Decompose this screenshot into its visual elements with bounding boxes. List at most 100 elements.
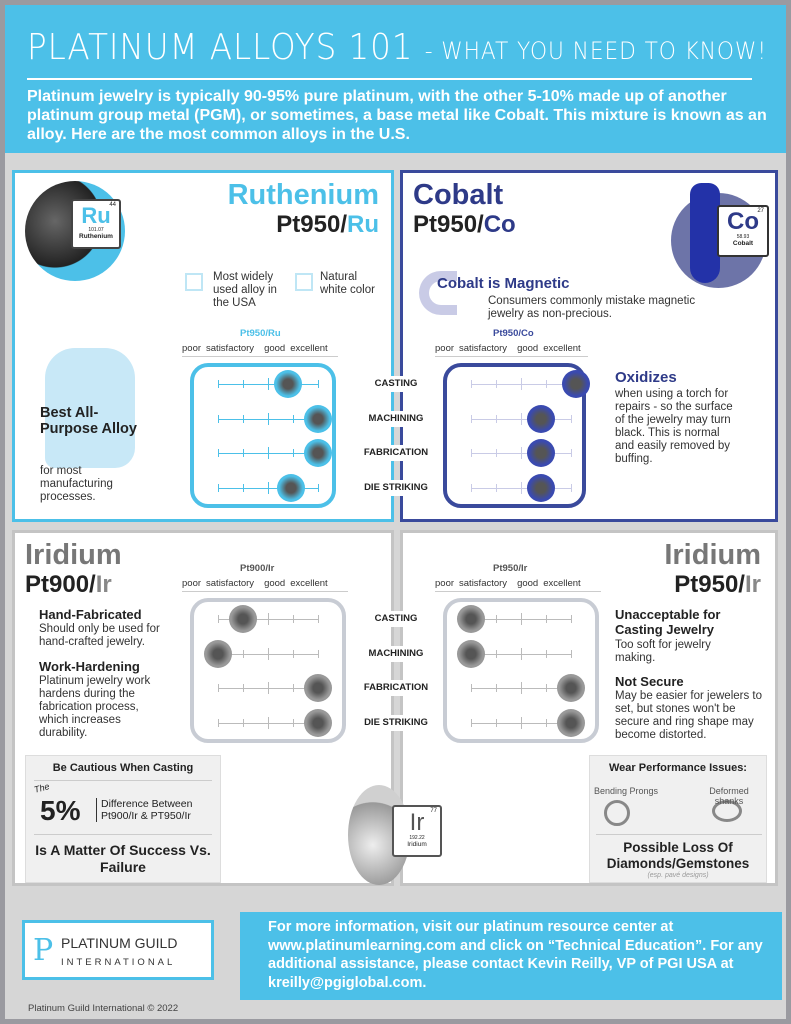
- rating-tick: [218, 718, 219, 727]
- rating-tick: [268, 447, 269, 459]
- row-label: FABRICATION: [350, 445, 442, 461]
- rating-tick: [546, 380, 547, 388]
- rating-tick: [268, 412, 269, 425]
- row-label: FABRICATION: [350, 680, 442, 696]
- element-name: Ruthenium: [79, 233, 113, 240]
- scale-label-good: good: [264, 343, 286, 354]
- checkbox-icon: [295, 273, 313, 291]
- cobalt-element-tile: 27 Co 58.93 Cobalt: [717, 205, 769, 257]
- gauge-title: Pt950/Ru: [240, 328, 281, 339]
- wear-box: Wear Performance Issues: Bending Prongs …: [589, 755, 767, 883]
- gauge-title: Pt950/Co: [493, 328, 534, 339]
- element-symbol: Co: [727, 208, 759, 235]
- element-name: Cobalt: [732, 240, 754, 247]
- magnetic-text: Consumers commonly mistake magnetic jewe…: [488, 295, 696, 320]
- rating-marker-casting: [274, 370, 302, 398]
- row-label: MACHINING: [350, 645, 442, 662]
- caution-box: Be Cautious When Casting The 5% Differen…: [25, 755, 221, 883]
- alloy-code: Pt950/Ir: [674, 571, 761, 598]
- rating-tick: [318, 483, 319, 492]
- rating-tick: [471, 449, 472, 457]
- ruthenium-element-tile: 44 Ru 101.07 Ruthenium: [71, 199, 121, 249]
- text: Platinum jewelry work hardens during the…: [39, 675, 151, 739]
- row-label: DIE STRIKING: [350, 714, 442, 731]
- rating-marker-die-striking: [527, 473, 555, 502]
- rating-marker-die-striking: [276, 473, 305, 502]
- scale-label-good: good: [517, 343, 539, 354]
- rating-tick: [571, 649, 572, 658]
- divider: [27, 78, 752, 80]
- rating-tick: [218, 615, 219, 623]
- element-mass: 58.93: [736, 234, 750, 240]
- rating-marker-casting: [229, 605, 257, 633]
- logo-line1: PLATINUM GUILD: [61, 935, 178, 951]
- rating-tick: [218, 380, 219, 388]
- scale-arrow: [435, 591, 601, 592]
- caution-diff: Difference Between Pt900/Ir & PT950/Ir: [96, 798, 216, 822]
- rating-tick: [571, 615, 572, 623]
- scale-label-excellent: excellent: [543, 578, 581, 589]
- rating-tick: [218, 483, 219, 492]
- rating-tick: [218, 414, 219, 423]
- best-text: for most manufacturing processes.: [40, 465, 113, 503]
- alloy-name: Iridium: [664, 539, 761, 571]
- element-number: 44: [109, 202, 116, 208]
- rating-tick: [496, 380, 497, 388]
- scale-label-good: good: [264, 578, 286, 589]
- rating-marker-machining: [304, 404, 332, 433]
- rating-tick: [471, 380, 472, 388]
- rating-tick: [243, 684, 244, 692]
- row-label: CASTING: [350, 611, 442, 627]
- rating-marker-fabrication: [557, 674, 585, 702]
- rating-tick: [243, 649, 244, 658]
- rating-tick: [268, 647, 269, 660]
- rating-tick: [496, 649, 497, 658]
- rating-tick: [318, 380, 319, 388]
- rating-tick: [243, 718, 244, 727]
- intro-text: Platinum jewelry is typically 90-95% pur…: [27, 88, 767, 143]
- checkbox-icon: [185, 273, 203, 291]
- iridium950-panel: Iridium Pt950/Ir Unacceptable for Castin…: [400, 530, 778, 886]
- alloy-code: Pt950/Ru: [276, 211, 379, 238]
- rating-tick: [293, 615, 294, 623]
- element-number: 27: [757, 208, 764, 214]
- rating-tick: [571, 414, 572, 423]
- rating-tick: [496, 483, 497, 492]
- ring-icon: [604, 800, 630, 826]
- rating-marker-machining: [204, 639, 232, 668]
- header-banner: PLATINUM ALLOYS 101 - WHAT YOU NEED TO K…: [5, 5, 786, 153]
- scale-label-satisfactory: satisfactory: [459, 578, 508, 589]
- element-number: 77: [430, 808, 437, 814]
- text: Should only be used for hand-crafted jew…: [39, 623, 160, 648]
- rating-tick: [571, 483, 572, 492]
- rating-tick: [571, 449, 572, 457]
- wear-note: (esp. pavé designs): [647, 872, 709, 879]
- alloy-name: Iridium: [25, 539, 122, 571]
- rating-gauge-box: [190, 363, 336, 508]
- rating-tick: [521, 716, 522, 729]
- thumbs-up-icon: [45, 348, 135, 468]
- rating-gauge-box: [443, 363, 586, 508]
- scale-arrow: [182, 356, 338, 357]
- rating-tick: [471, 684, 472, 692]
- text: Too soft for jewelry making.: [615, 639, 711, 664]
- rating-tick: [521, 682, 522, 694]
- element-name: Iridium: [407, 841, 427, 848]
- rating-tick: [268, 716, 269, 729]
- rating-tick: [243, 483, 244, 492]
- rating-tick: [218, 449, 219, 457]
- scale-label-excellent: excellent: [290, 578, 328, 589]
- wear-deformed: Deformed shanks: [709, 786, 749, 806]
- rating-tick: [318, 649, 319, 658]
- deformed-ring-icon: [712, 800, 742, 822]
- alloy-code: Pt950/Co: [413, 211, 516, 238]
- scale-label-excellent: excellent: [290, 343, 328, 354]
- rating-tick: [521, 647, 522, 660]
- cobalt-panel: Cobalt Pt950/Co 27 Co 58.93 Cobalt Cobal…: [400, 170, 778, 522]
- scale-label-excellent: excellent: [543, 343, 581, 354]
- rating-tick: [496, 615, 497, 623]
- gauge-title: Pt900/Ir: [240, 563, 275, 574]
- rating-tick: [521, 613, 522, 625]
